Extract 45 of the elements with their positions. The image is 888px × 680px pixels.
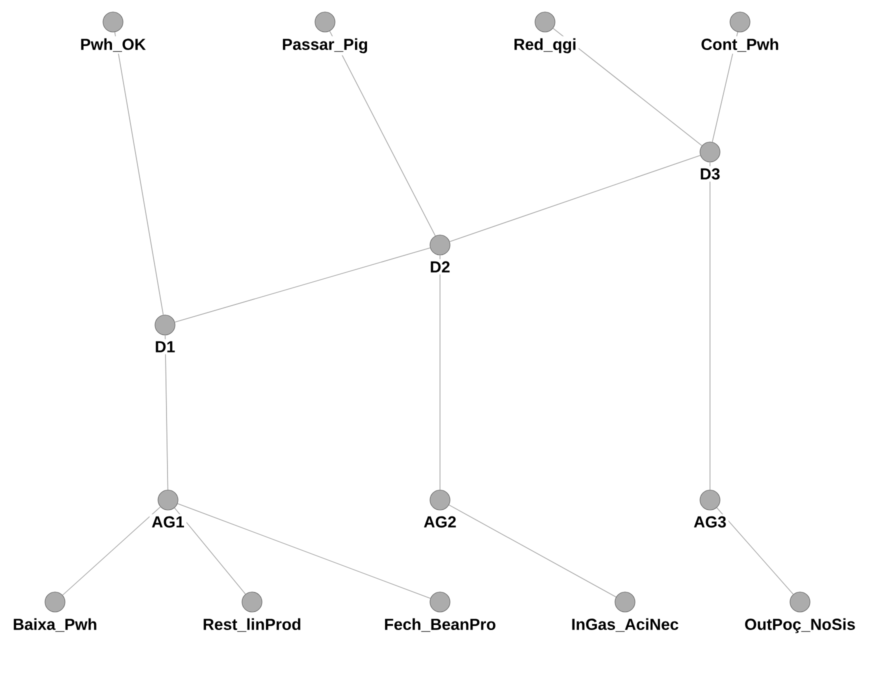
node-label: AG1 bbox=[150, 514, 186, 530]
connector-line bbox=[552, 28, 702, 146]
connector-line bbox=[62, 506, 161, 596]
node-dot bbox=[430, 592, 450, 612]
connector-line bbox=[114, 32, 164, 316]
node-label: D1 bbox=[152, 339, 178, 354]
node-label: OutPoç_NoSis bbox=[742, 616, 858, 636]
node-dot bbox=[700, 142, 720, 162]
node-dot bbox=[790, 592, 810, 612]
node-label: Pwh_OK bbox=[78, 36, 148, 54]
node-dot bbox=[242, 592, 262, 612]
node-label: Baixa_Pwh bbox=[10, 616, 100, 634]
node-label: Cont_Pwh bbox=[702, 38, 778, 52]
node-label: InGas_AciNec bbox=[569, 616, 681, 634]
node-label: Passar_Pig bbox=[282, 38, 368, 54]
node-label: Red_qgi bbox=[514, 38, 576, 54]
connector-line bbox=[174, 247, 431, 323]
node-dot bbox=[700, 490, 720, 510]
node-label: Passar_Pig bbox=[280, 36, 370, 56]
connector-line bbox=[448, 504, 616, 598]
node-dot bbox=[158, 490, 178, 510]
node-dot bbox=[44, 592, 66, 612]
node-label: Rest_linProd bbox=[200, 616, 304, 634]
node-label: Cont_Pwh bbox=[698, 36, 782, 54]
node-label: Fech_BeanPro bbox=[382, 616, 498, 634]
node-dot bbox=[102, 12, 124, 32]
node-label: AG2 bbox=[422, 514, 458, 530]
node-dot bbox=[154, 314, 176, 336]
node-dot bbox=[730, 12, 750, 32]
connector-line bbox=[329, 30, 436, 236]
node-dot bbox=[534, 12, 556, 32]
connector-line bbox=[716, 507, 794, 595]
node-dot bbox=[430, 234, 450, 256]
connector-line bbox=[449, 154, 701, 242]
connector-line bbox=[164, 334, 168, 490]
node-dot bbox=[430, 490, 450, 510]
node-dot bbox=[314, 12, 336, 32]
node-label: Pwh_OK bbox=[81, 38, 146, 52]
connector-line bbox=[174, 508, 246, 594]
node-label: D3 bbox=[698, 166, 722, 182]
connector-line bbox=[177, 503, 431, 599]
node-label: Red_qgi bbox=[511, 36, 579, 56]
node-label: AG3 bbox=[692, 514, 728, 530]
node-dot bbox=[614, 592, 636, 612]
node-label: D2 bbox=[428, 259, 452, 274]
